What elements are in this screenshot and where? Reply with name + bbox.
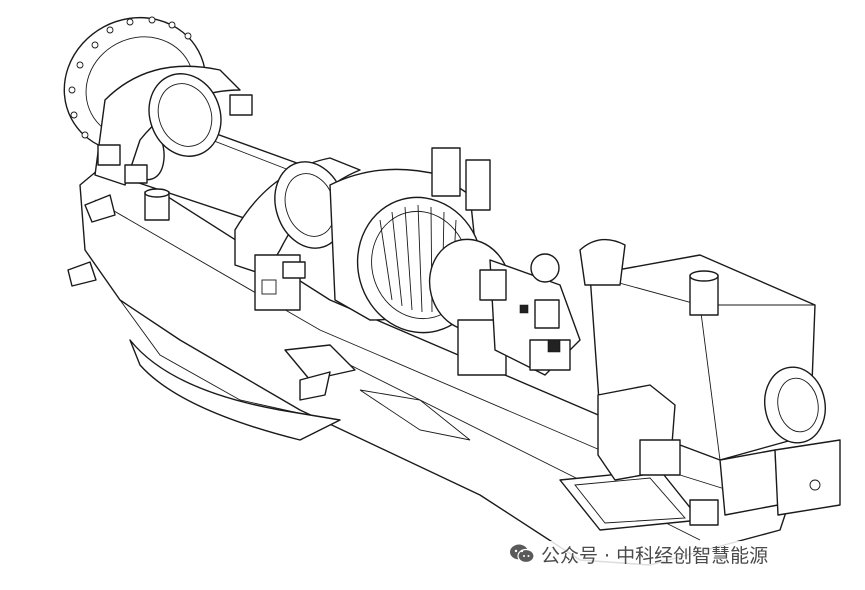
flange-bolt-holes: [68, 16, 192, 139]
converter-boxes: [597, 384, 841, 526]
oil-tank: [144, 188, 170, 221]
watermark-text: 公众号 · 中科经创智慧能源: [541, 544, 769, 567]
coupling-brake: [479, 253, 581, 376]
wechat-icon: [510, 544, 535, 564]
watermark: 公众号 · 中科经创智慧能源: [503, 541, 775, 567]
rear-bearing-housing: [234, 157, 361, 311]
front-bearing-housing: [94, 65, 253, 186]
